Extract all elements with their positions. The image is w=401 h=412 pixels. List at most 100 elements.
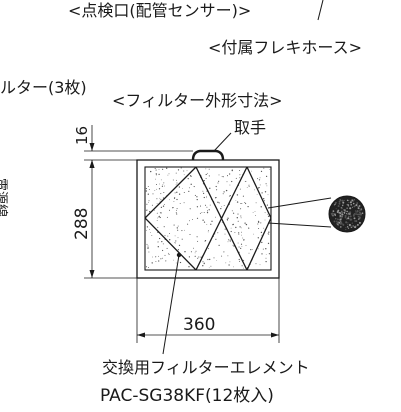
detail-dot bbox=[345, 228, 347, 231]
flex-hose-label: <付属フレキホース> bbox=[208, 38, 363, 57]
media-dot bbox=[260, 222, 262, 224]
detail-dot bbox=[355, 213, 357, 215]
media-dot bbox=[205, 177, 207, 180]
media-dot bbox=[182, 188, 183, 190]
detail-dot bbox=[344, 216, 347, 219]
detail-dot bbox=[334, 203, 336, 205]
detail-dot bbox=[345, 221, 348, 224]
detail-dot bbox=[339, 199, 341, 201]
dim-arrow-width-right bbox=[271, 332, 279, 338]
media-dot bbox=[188, 220, 190, 222]
media-dot bbox=[196, 196, 198, 198]
media-dot bbox=[267, 194, 269, 196]
detail-dot bbox=[336, 220, 338, 222]
media-dot bbox=[257, 221, 260, 223]
detail-dot bbox=[348, 212, 351, 215]
dim-arrow-width-left bbox=[137, 332, 145, 338]
detail-dot bbox=[347, 224, 349, 226]
media-dot bbox=[261, 253, 263, 255]
media-dot bbox=[202, 219, 204, 221]
media-dot bbox=[241, 265, 243, 267]
detail-dot bbox=[337, 205, 340, 208]
media-dot bbox=[215, 185, 217, 188]
detail-dot bbox=[341, 199, 344, 202]
media-dot bbox=[264, 191, 267, 193]
media-dot bbox=[227, 255, 229, 257]
media-dot bbox=[221, 255, 223, 257]
dim-arrow-height-bottom bbox=[89, 270, 95, 278]
media-dot bbox=[260, 231, 263, 234]
media-dot bbox=[203, 263, 205, 265]
detail-dot bbox=[333, 220, 336, 223]
media-dot bbox=[239, 226, 241, 228]
detail-dot bbox=[351, 206, 353, 208]
media-dot bbox=[202, 192, 205, 195]
media-dot bbox=[222, 193, 224, 195]
media-dot bbox=[175, 240, 177, 242]
detail-dot bbox=[346, 199, 349, 202]
media-dot bbox=[218, 180, 220, 182]
media-dot bbox=[190, 251, 192, 253]
detail-dot bbox=[340, 217, 343, 220]
media-dot bbox=[230, 230, 232, 233]
media-dot bbox=[164, 254, 166, 256]
detail-dot bbox=[335, 218, 337, 220]
detail-dot bbox=[348, 223, 351, 227]
media-dot bbox=[238, 232, 240, 234]
media-dot bbox=[176, 198, 178, 201]
media-dot bbox=[238, 233, 240, 235]
detail-dot bbox=[358, 205, 361, 207]
media-dot bbox=[248, 184, 250, 186]
media-dot bbox=[145, 209, 147, 211]
media-dot bbox=[259, 187, 261, 189]
media-dot bbox=[255, 202, 257, 204]
filter-dims-title: <フィルター外形寸法> bbox=[112, 91, 283, 110]
media-dot bbox=[184, 251, 186, 253]
detail-dot bbox=[361, 212, 364, 215]
media-dot bbox=[172, 179, 174, 181]
media-dot bbox=[177, 230, 179, 232]
media-dot bbox=[229, 184, 231, 186]
media-dot bbox=[180, 167, 182, 169]
detail-dot bbox=[342, 201, 345, 204]
media-dot bbox=[208, 209, 210, 211]
media-dot bbox=[236, 194, 239, 196]
media-dot bbox=[203, 179, 205, 182]
media-dot bbox=[247, 205, 249, 208]
media-dot bbox=[178, 186, 181, 188]
media-dot bbox=[199, 205, 202, 207]
media-dot bbox=[176, 191, 178, 193]
media-dot bbox=[189, 208, 191, 210]
media-dot bbox=[259, 264, 261, 266]
media-dot bbox=[152, 256, 153, 258]
media-dot bbox=[193, 247, 194, 249]
media-dot bbox=[199, 212, 201, 214]
media-dot bbox=[189, 233, 191, 236]
media-dot bbox=[266, 204, 268, 206]
media-dot bbox=[152, 193, 154, 195]
media-dot bbox=[232, 224, 234, 226]
media-dot bbox=[160, 193, 162, 195]
media-dot bbox=[268, 234, 270, 235]
media-dot bbox=[146, 243, 148, 245]
media-dot bbox=[202, 190, 204, 192]
media-dot bbox=[158, 237, 161, 240]
media-dot bbox=[197, 257, 199, 259]
media-dot bbox=[214, 197, 217, 199]
detail-dot bbox=[338, 200, 341, 203]
media-dot bbox=[183, 202, 185, 204]
media-dot bbox=[238, 246, 240, 248]
media-dot bbox=[156, 188, 158, 190]
media-dot bbox=[232, 212, 235, 214]
media-dot bbox=[159, 197, 161, 199]
media-dot bbox=[258, 179, 261, 181]
media-dot bbox=[148, 267, 150, 268]
media-dot bbox=[206, 174, 208, 175]
media-dot bbox=[245, 223, 248, 226]
media-dot bbox=[262, 248, 264, 250]
handle-leader bbox=[213, 132, 232, 152]
detail-dot bbox=[355, 225, 357, 227]
media-dot bbox=[266, 185, 268, 187]
media-dot bbox=[242, 195, 244, 197]
media-dot bbox=[227, 217, 229, 218]
